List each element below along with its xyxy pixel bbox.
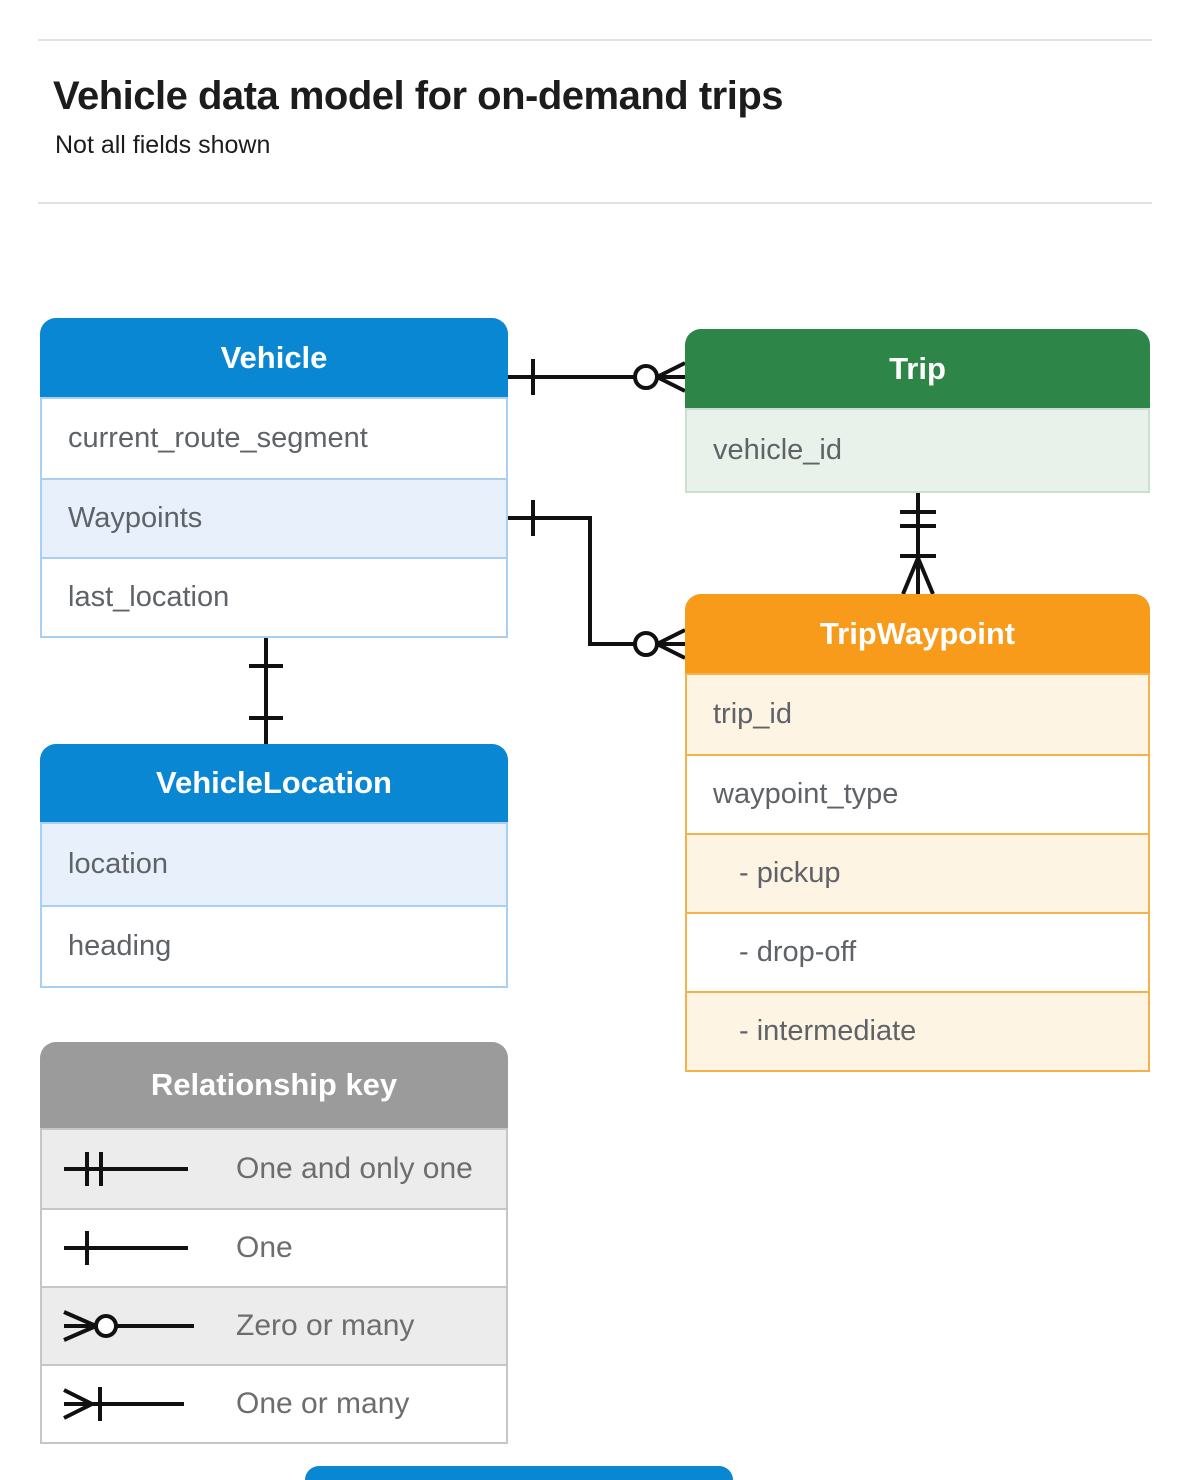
page-title: Vehicle data model for on-demand trips [53, 74, 784, 118]
table-row: last_location [42, 557, 506, 636]
header-divider [38, 202, 1152, 204]
table-row: Waypoints [42, 478, 506, 557]
tripwaypoint-table: TripWaypoint trip_id waypoint_type - picku… [685, 594, 1150, 1072]
top-divider [38, 39, 1152, 41]
vehiclelocation-table-header: VehicleLocation [40, 744, 508, 822]
key-label: Zero or many [236, 1309, 415, 1342]
vehiclelocation-table-body: location heading [40, 822, 508, 988]
connector-trip-tripwaypoint [900, 489, 936, 595]
connector-vehicle-vehiclelocation [249, 636, 283, 744]
key-label: One or many [236, 1387, 410, 1420]
table-row: - pickup [687, 833, 1148, 912]
field-label: trip_id [713, 698, 792, 730]
table-row: - intermediate [687, 991, 1148, 1070]
crow-foot [656, 361, 686, 393]
one-and-only-one-icon [64, 1152, 188, 1186]
one-or-many-icon [63, 1387, 184, 1421]
key-row-one-and-only-one: One and only one [42, 1130, 506, 1208]
field-label: vehicle_id [713, 434, 842, 466]
connector-vehicle-trip [508, 359, 686, 395]
page-subtitle: Not all fields shown [55, 131, 271, 159]
field-label: Waypoints [68, 502, 203, 534]
field-label: heading [68, 930, 172, 962]
one-icon [64, 1231, 188, 1265]
trip-table: Trip vehicle_id [685, 329, 1150, 493]
table-row: - drop-off [687, 912, 1148, 991]
cutoff-next-table-header [305, 1466, 733, 1480]
key-row-zero-or-many: Zero or many [42, 1286, 506, 1364]
key-row-one: One [42, 1208, 506, 1286]
table-row: location [42, 824, 506, 905]
field-label: - pickup [739, 857, 841, 889]
tripwaypoint-table-body: trip_id waypoint_type - pickup - drop-off - … [685, 673, 1150, 1072]
table-row: heading [42, 905, 506, 986]
table-row: trip_id [687, 675, 1148, 754]
table-row: current_route_segment [42, 399, 506, 478]
field-label: location [68, 848, 168, 880]
crow-foot [656, 628, 686, 660]
field-label: waypoint_type [713, 778, 899, 810]
field-label: current_route_segment [68, 422, 368, 454]
relationship-key-body: One and only one One Zero or many [40, 1128, 508, 1444]
one-ticks [249, 664, 283, 720]
relationship-key: Relationship key One and only one One [40, 1042, 508, 1444]
trip-table-header: Trip [685, 329, 1150, 408]
crow-foot [901, 557, 935, 595]
trip-table-body: vehicle_id [685, 408, 1150, 493]
zero-circle [633, 631, 659, 657]
key-row-one-or-many: One or many [42, 1364, 506, 1442]
table-row: waypoint_type [687, 754, 1148, 833]
vehiclelocation-table: VehicleLocation location heading [40, 744, 508, 988]
zero-or-many-icon [63, 1310, 194, 1342]
field-label: - drop-off [739, 936, 857, 968]
key-label: One [236, 1231, 293, 1264]
one-and-only-one-ticks [900, 510, 936, 528]
field-label: last_location [68, 581, 230, 613]
key-label: One and only one [236, 1152, 473, 1185]
field-label: - intermediate [739, 1015, 917, 1047]
tripwaypoint-table-header: TripWaypoint [685, 594, 1150, 673]
connector-waypoints-tripwaypoint [508, 500, 686, 660]
relationship-key-header: Relationship key [40, 1042, 508, 1128]
vehicle-table-header: Vehicle [40, 318, 508, 397]
table-row: vehicle_id [687, 410, 1148, 491]
zero-circle [633, 364, 659, 390]
